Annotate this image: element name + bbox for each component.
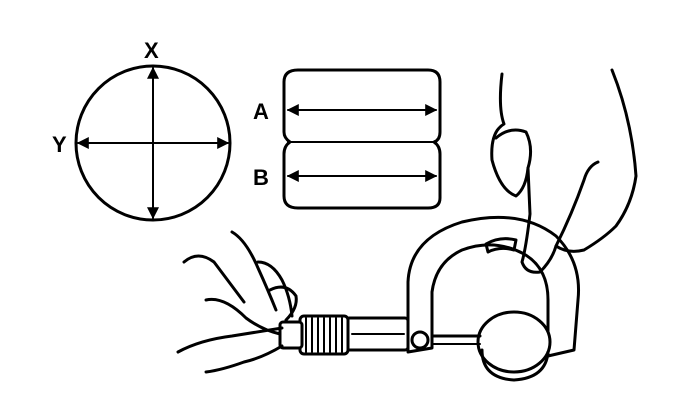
right-hand-outline: [490, 68, 638, 274]
section-b-label: B: [253, 165, 269, 190]
bore-circle: [74, 64, 232, 222]
thimble-knurling: [305, 317, 343, 353]
left-hand: [176, 230, 298, 374]
side-profile-outline: [282, 68, 442, 210]
frame-slot: [484, 237, 518, 254]
x-axis-label: X: [144, 38, 159, 63]
anvil: [476, 310, 552, 374]
section-a-label: A: [253, 99, 269, 124]
right-hand: [490, 68, 638, 274]
y-axis-label: Y: [52, 132, 67, 157]
right-finger: [554, 160, 600, 248]
right-thumb: [494, 128, 533, 170]
micrometer-frame: [406, 215, 581, 358]
left-hand-outline: [176, 230, 294, 374]
micrometer-illustration: [278, 215, 581, 382]
cylinder-cross-section: X Y: [52, 38, 232, 222]
lock-nut: [410, 330, 430, 350]
cylinder-side-view: A B: [253, 68, 442, 210]
ratchet-stop: [278, 320, 304, 350]
left-thumb: [268, 285, 298, 322]
anvil-base: [480, 348, 550, 382]
